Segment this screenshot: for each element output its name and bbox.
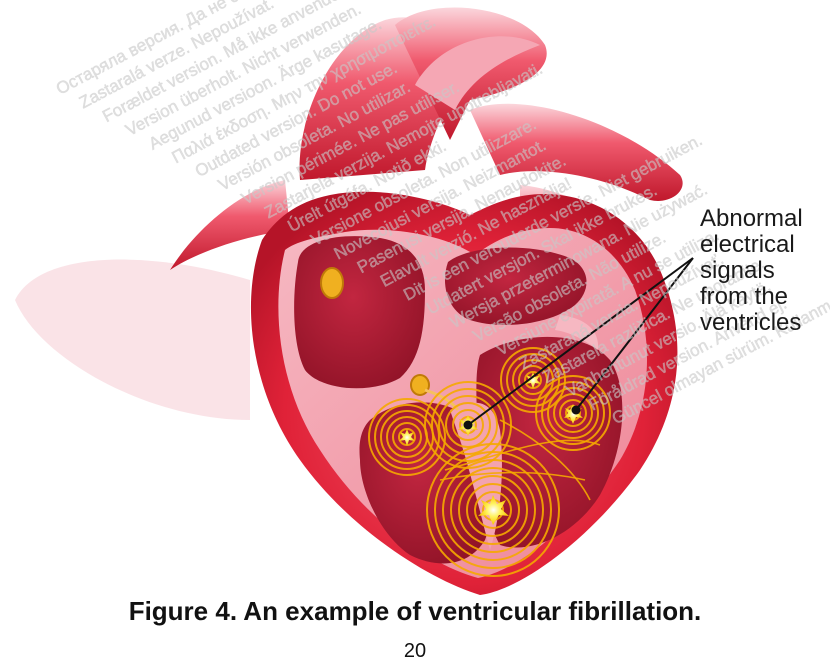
callout-line: signals bbox=[700, 258, 803, 284]
figure-caption: Figure 4. An example of ventricular fibr… bbox=[0, 596, 830, 627]
callout-line: ventricles bbox=[700, 310, 803, 336]
callout-line: Abnormal bbox=[700, 206, 803, 232]
callout-line: from the bbox=[700, 284, 803, 310]
callout-label: Abnormal electrical signals from the ven… bbox=[700, 206, 803, 336]
page-number: 20 bbox=[0, 640, 830, 663]
callout-line: electrical bbox=[700, 232, 803, 258]
sa-node bbox=[321, 268, 343, 298]
